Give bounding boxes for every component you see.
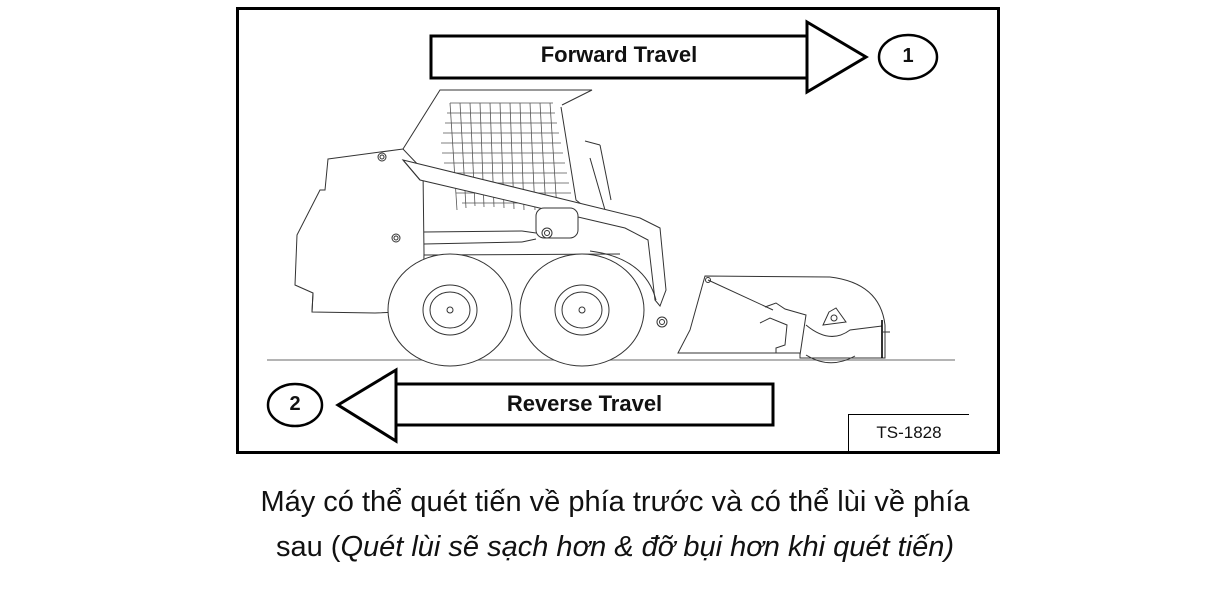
figure-code-box: TS-1828: [848, 414, 969, 451]
reverse-number-label: 2: [289, 393, 301, 415]
caption-line-2-prefix: sau (: [275, 531, 341, 563]
forward-number-label: 1: [902, 45, 914, 67]
figure-code: TS-1828: [876, 423, 942, 442]
number-2-circle-icon: [266, 382, 324, 428]
caption-line-2: sau (Quét lùi sẽ sạch hơn & đỡ bụi hơn k…: [0, 528, 1230, 566]
reverse-travel-label: Reverse Travel: [506, 391, 663, 416]
caption-line-2-italic: Quét lùi sẽ sạch hơn & đỡ bụi hơn khi qu…: [340, 531, 955, 563]
forward-arrow-icon: [429, 19, 869, 95]
reverse-arrow-icon: [335, 367, 775, 444]
number-1-circle-icon: [877, 33, 939, 81]
forward-travel-label: Forward Travel: [540, 42, 698, 67]
caption-line-1: Máy có thể quét tiến về phía trước và có…: [260, 486, 970, 518]
skid-steer-machine-icon: [294, 89, 890, 367]
